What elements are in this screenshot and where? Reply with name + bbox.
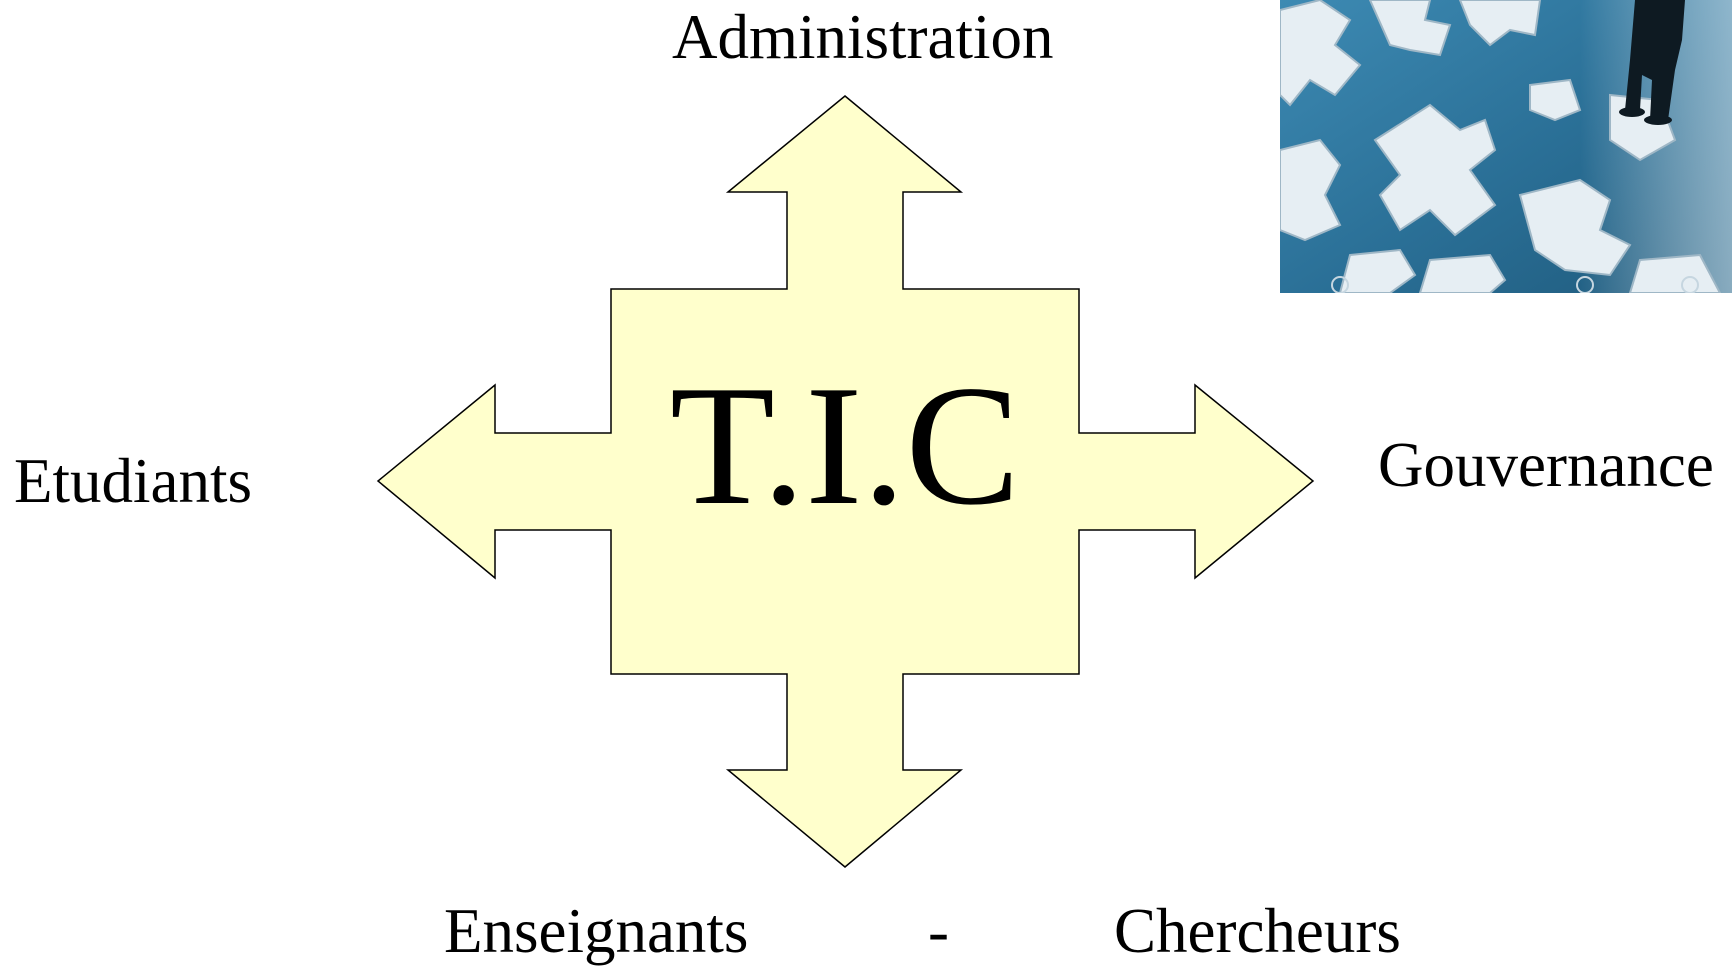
label-administration: Administration: [672, 2, 1054, 72]
puzzle-pieces-image: [1280, 0, 1732, 293]
four-way-arrow: [376, 95, 1315, 868]
label-separator: -: [928, 896, 949, 966]
label-gouvernance: Gouvernance: [1378, 430, 1714, 500]
label-chercheurs: Chercheurs: [1114, 896, 1401, 966]
center-title-tic: T.I.C: [669, 351, 1021, 541]
label-enseignants: Enseignants: [444, 896, 749, 966]
label-etudiants: Etudiants: [14, 446, 252, 516]
